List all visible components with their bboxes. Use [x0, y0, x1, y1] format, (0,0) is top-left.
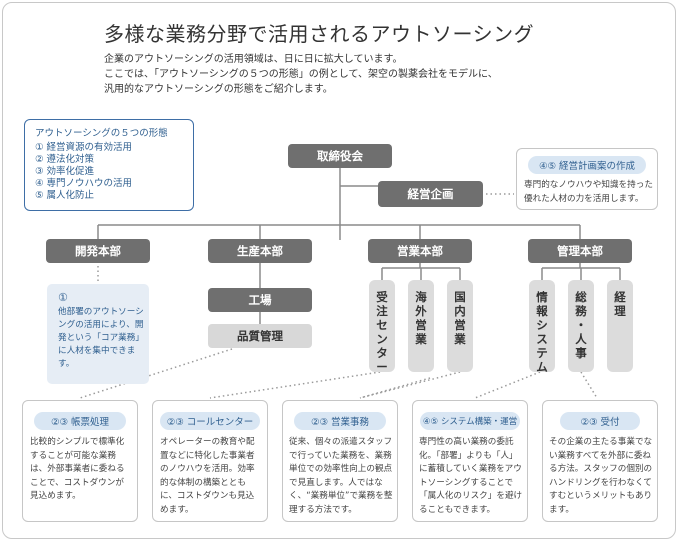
callout-call-center-text: オペレーターの教育や配置などに特化した事業者のノウハウを活用。効率的な体制の構築… — [160, 437, 255, 515]
board-box: 取締役会 — [288, 144, 392, 168]
callout-system-building-badge: ④⑤ システム構築・運営 — [420, 412, 520, 430]
intro-line-1: 企業のアウトソーシングの活用領域は、日に日に拡大しています。 — [104, 54, 403, 65]
legend-item-5: ⑤ 属人化防止 — [35, 190, 95, 201]
legend-box: アウトソーシングの５つの形態 ① 経営資源の有効活用 ② 遵法化対策 ③ 効率化… — [24, 119, 194, 211]
page-title: 多様な業務分野で活用されるアウトソーシング — [104, 22, 535, 46]
legend-item-4: ④ 専門ノウハウの活用 — [35, 178, 133, 189]
intro-line-3: 汎用的なアウトソーシングの形態をご紹介します。 — [104, 84, 333, 95]
planning-text-line-2: 優れた人材の力を活用します。 — [524, 193, 644, 204]
development-note-text: 他部署のアウトソーシングの活用により、開発という「コア業務」に人材を集中できます… — [58, 307, 144, 369]
legend-title: アウトソーシングの５つの形態 — [35, 128, 168, 139]
callout-form-processing-text: 比較的シンプルで標準化することが可能な業務は、外部事業者に委ねることで、コストダ… — [30, 437, 125, 501]
callout-call-center-badge: ②③ コールセンター — [160, 412, 260, 430]
unit-information-system: 情 報 シ ス テ ム — [529, 280, 555, 374]
intro-line-2: ここでは、「アウトソーシングの５つの形態」の例として、架空の製薬会社をモデルに、 — [104, 69, 498, 80]
legend-item-3: ③ 効率化促進 — [35, 166, 95, 177]
unit-quality-control: 品質管理 — [208, 324, 312, 348]
callout-form-processing-badge: ②③ 帳票処理 — [34, 412, 126, 430]
division-sales: 営業本部 — [368, 239, 472, 263]
unit-overseas-sales: 海 外 営 業 — [408, 280, 434, 372]
planning-badge: ④⑤ 経営計画案の作成 — [528, 156, 646, 174]
callout-sales-office-text: 従来、個々の派遣スタッフで行っていた業務を、業務単位での効率性向上の観点で見直し… — [289, 437, 393, 515]
division-production: 生産本部 — [208, 239, 312, 263]
unit-domestic-sales: 国 内 営 業 — [447, 280, 473, 372]
unit-accounting: 経 理 — [607, 280, 633, 372]
division-development: 開発本部 — [46, 239, 150, 263]
callout-system-building-text: 専門性の高い業務の委託化。「部署」よりも「人」に蓄積していく業務をアウトソーシン… — [419, 437, 523, 515]
planning-text-line-1: 専門的なノウハウや知識を持った — [524, 180, 653, 190]
unit-factory: 工場 — [208, 288, 312, 312]
intro-text: 企業のアウトソーシングの活用領域は、日に日に拡大しています。 ここでは、「アウト… — [104, 52, 498, 97]
development-note-box — [47, 284, 149, 384]
callout-sales-office-badge: ②③ 営業事務 — [294, 412, 386, 430]
legend-item-1: ① 経営資源の有効活用 — [35, 142, 133, 153]
legend-item-2: ② 遵法化対策 — [35, 154, 95, 165]
callout-reception-badge: ②③ 受付 — [560, 412, 640, 430]
planning-box: 経営企画 — [378, 181, 483, 207]
unit-general-affairs-hr: 総 務 ・ 人 事 — [568, 280, 594, 372]
development-note-number: ① — [58, 291, 68, 304]
division-admin: 管理本部 — [528, 239, 632, 263]
unit-order-center: 受 注 セ ン タ ー — [369, 280, 395, 374]
planning-callout-text: 専門的なノウハウや知識を持った 優れた人材の力を活用します。 — [524, 179, 656, 206]
callout-reception-text: その企業の主たる事業でない業務すべてを外部に委ねる方法。スタッフの個別のハンドリ… — [549, 437, 653, 515]
